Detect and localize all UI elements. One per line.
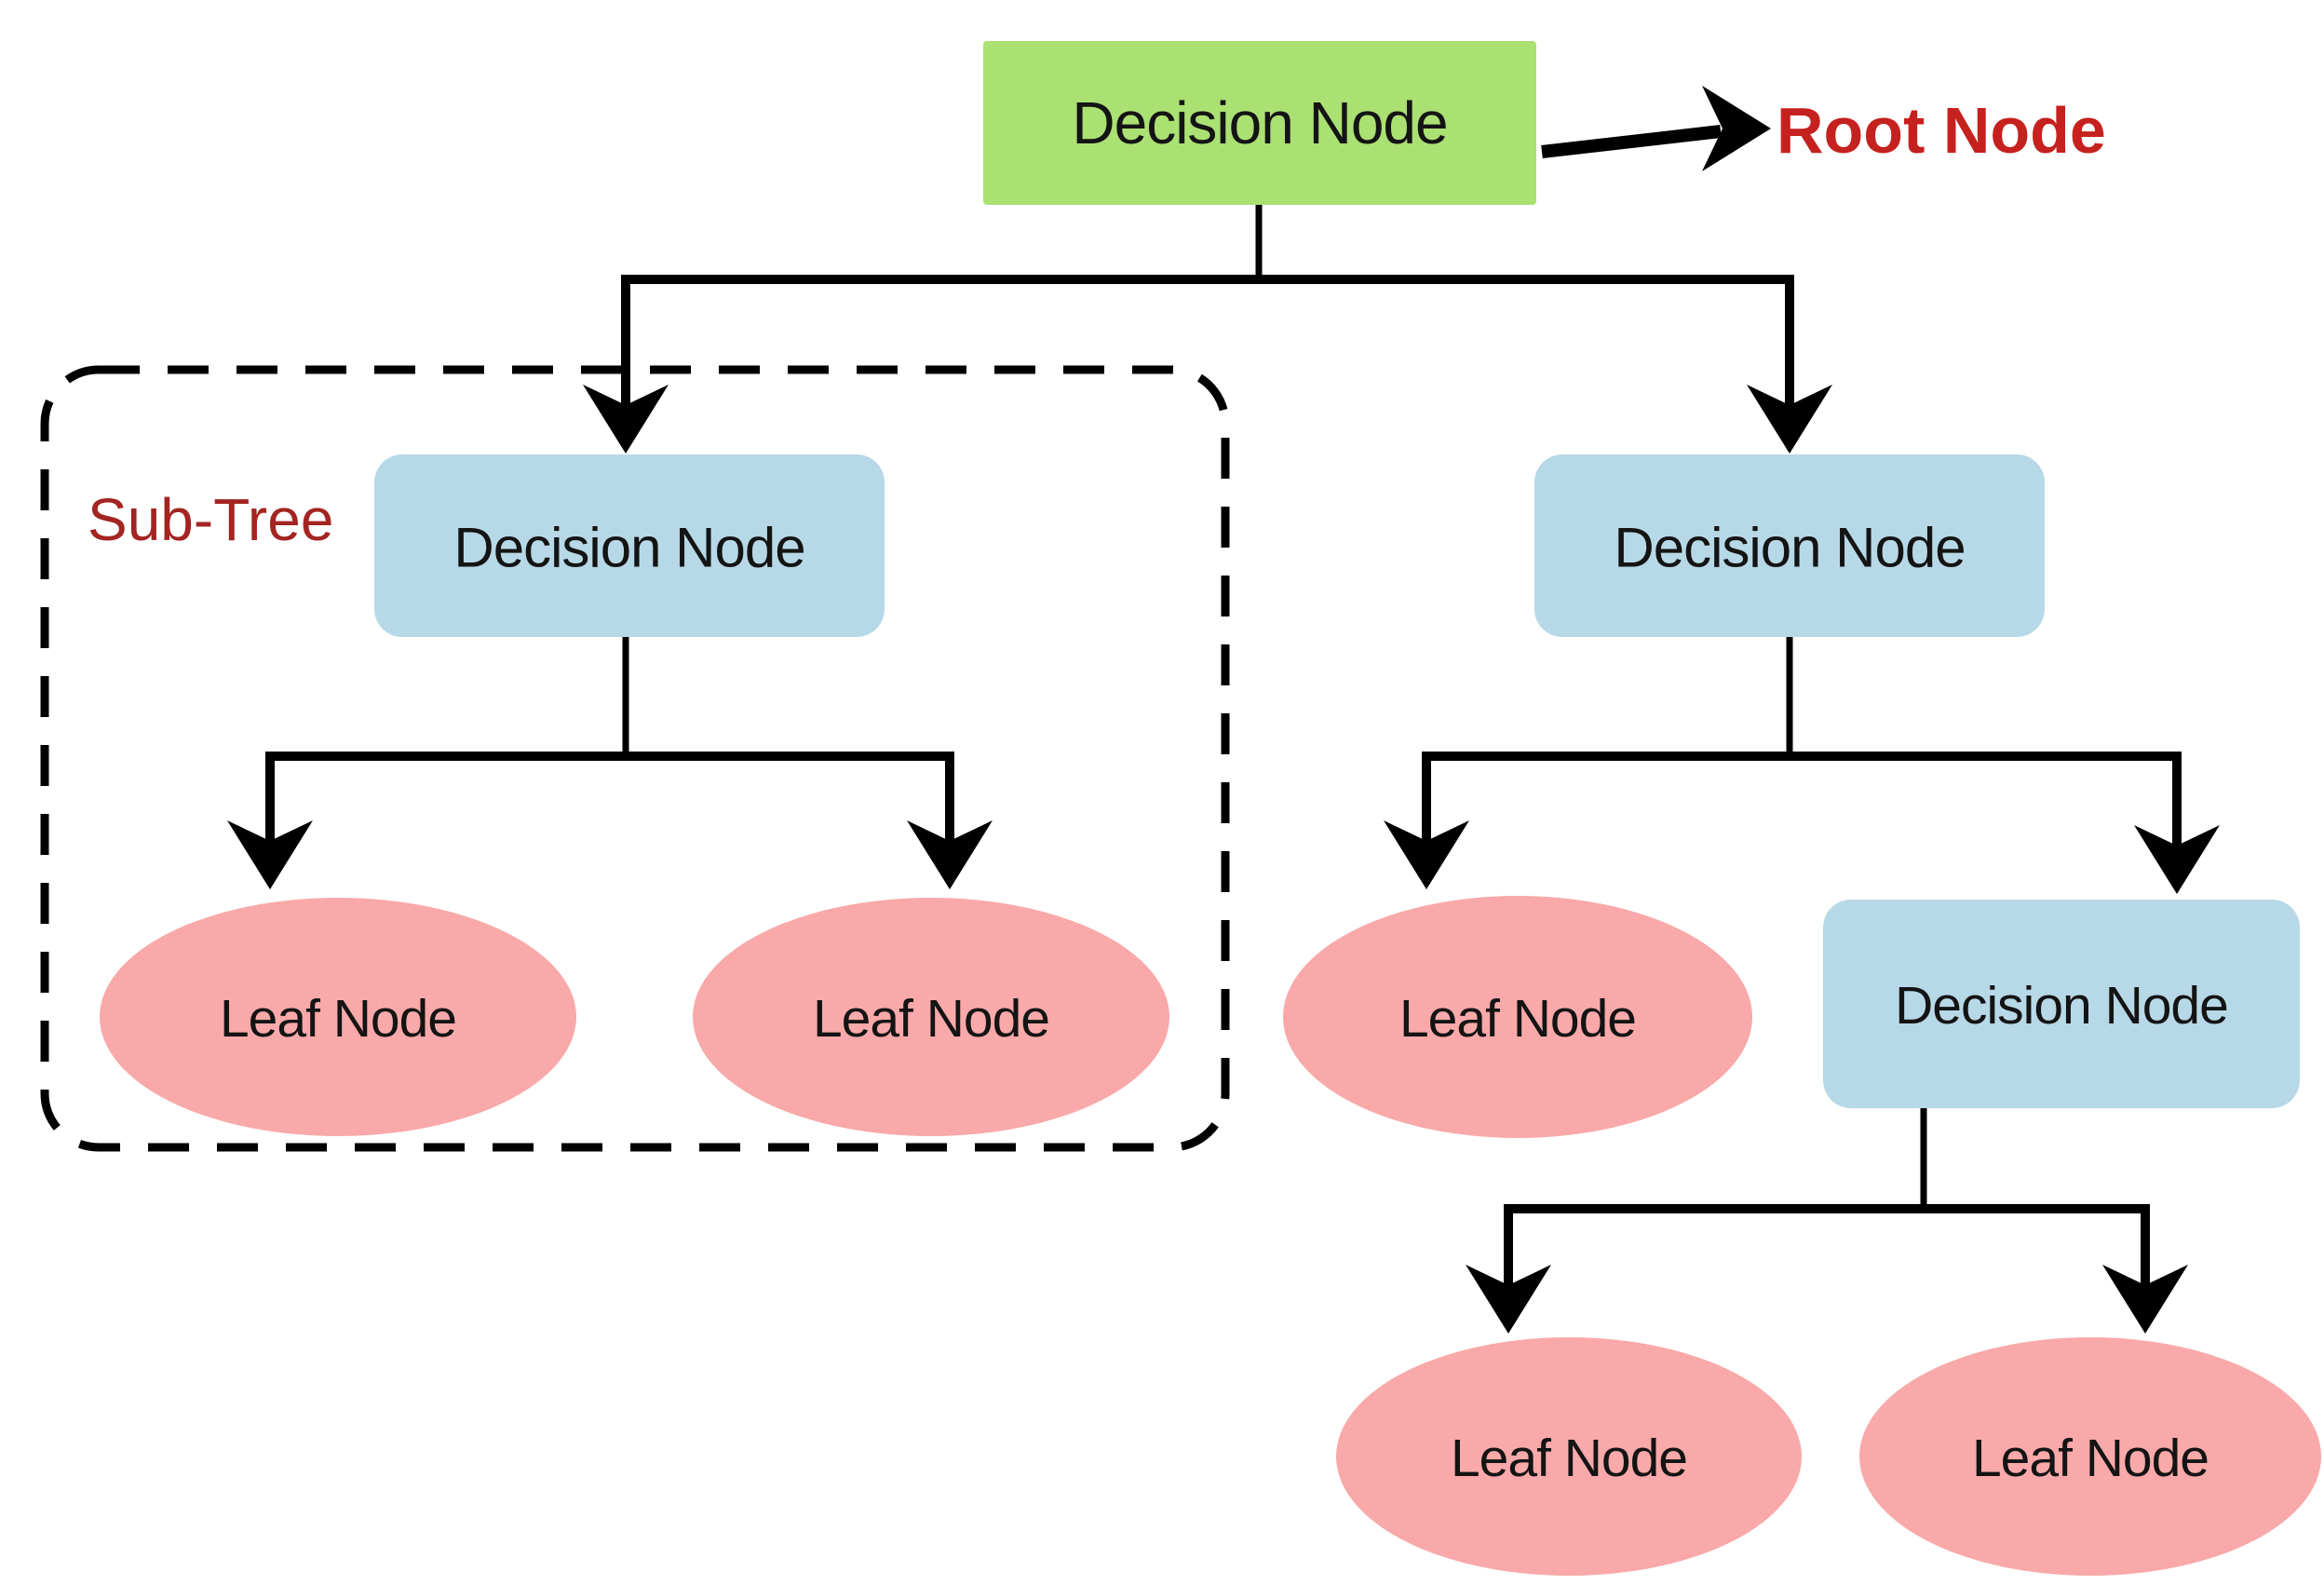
- node-left-leaf-1-label: Leaf Node: [220, 989, 456, 1049]
- node-left-decision: [374, 454, 885, 637]
- node-right-child-decision: [1823, 900, 2300, 1108]
- node-left-leaf-2: [693, 898, 1169, 1136]
- node-right-decision: [1534, 454, 2045, 637]
- node-bottom-leaf-2: [1859, 1337, 2321, 1576]
- node-left-leaf-2-label: Leaf Node: [813, 989, 1049, 1049]
- node-left-decision-label: Decision Node: [453, 517, 804, 579]
- arrowhead-to-right-leaf-1: [1384, 820, 1469, 889]
- annotation-root-node: Root Node: [1777, 94, 2106, 167]
- node-bottom-leaf-2-label: Leaf Node: [1972, 1429, 2209, 1488]
- arrowhead-to-bottom-leaf-1: [1466, 1265, 1551, 1334]
- node-right-leaf-1: [1283, 896, 1752, 1138]
- node-right-decision-label: Decision Node: [1614, 517, 1965, 579]
- edge-right-child-branch: [1504, 1204, 2150, 1296]
- annotation-sub-tree: Sub-Tree: [88, 486, 333, 553]
- arrowhead-to-left-leaf-2: [907, 820, 993, 889]
- node-right-child-decision-label: Decision Node: [1895, 976, 2228, 1036]
- node-root-decision: [983, 41, 1536, 205]
- subtree-dashed-boundary: [40, 365, 1230, 1152]
- arrowhead-to-right-decision: [1747, 385, 1832, 454]
- edge-right-decision-branch: [1422, 752, 2182, 855]
- edge-root-annotation: [1541, 125, 1722, 158]
- arrowhead-to-left-leaf-1: [227, 820, 313, 889]
- edge-root-branch: [621, 275, 1794, 414]
- node-bottom-leaf-1: [1336, 1337, 1802, 1576]
- node-root-decision-label: Decision Node: [1072, 89, 1447, 156]
- node-right-leaf-1-label: Leaf Node: [1399, 989, 1636, 1049]
- arrowhead-root-annotation: [1702, 86, 1771, 171]
- arrowhead-to-bottom-leaf-2: [2102, 1265, 2188, 1334]
- arrowhead-to-left-decision: [583, 385, 669, 454]
- edge-left-decision-branch: [265, 752, 954, 849]
- node-left-leaf-1: [100, 898, 576, 1136]
- arrowhead-to-right-child-decision: [2134, 825, 2220, 894]
- node-bottom-leaf-1-label: Leaf Node: [1451, 1429, 1687, 1488]
